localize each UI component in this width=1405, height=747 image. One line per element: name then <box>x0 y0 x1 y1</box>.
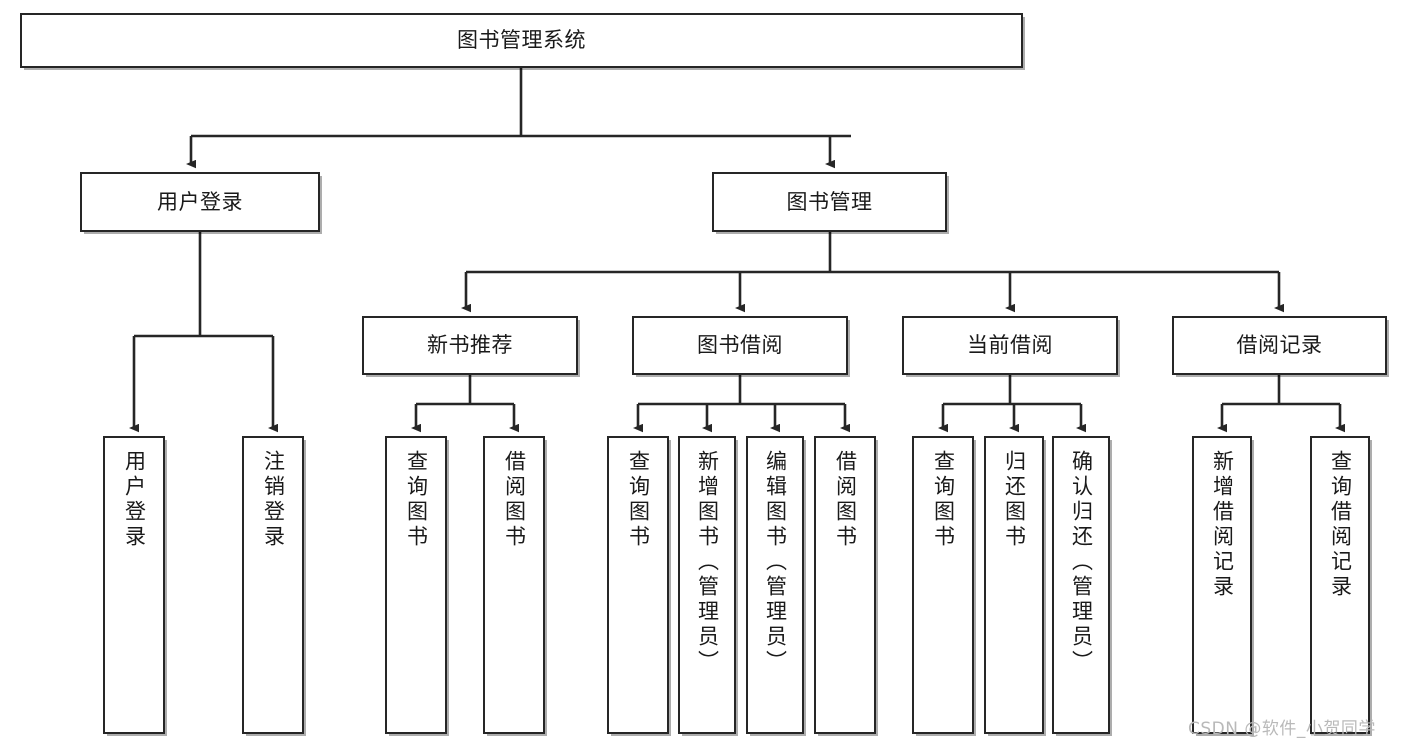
leaf-query-book-borrow[interactable]: 查询图书 <box>607 436 669 734</box>
node-label: 查询图书 <box>931 450 956 550</box>
edge-userlogin-to-leaves <box>129 232 278 433</box>
edge-currentborrow-to-leaves <box>938 375 1086 433</box>
node-label: 借阅图书 <box>833 450 858 550</box>
leaf-query-borrow-record[interactable]: 查询借阅记录 <box>1310 436 1370 734</box>
node-label: 图书管理系统 <box>457 28 586 53</box>
edge-root-to-level1 <box>186 68 851 169</box>
leaf-return-book[interactable]: 归还图书 <box>984 436 1044 734</box>
node-label: 查询借阅记录 <box>1328 450 1353 600</box>
node-label: 新增图书（管理员） <box>695 450 720 675</box>
edge-bookborrow-to-leaves <box>633 375 850 433</box>
leaf-edit-book-admin[interactable]: 编辑图书（管理员） <box>746 436 804 734</box>
leaf-add-borrow-record[interactable]: 新增借阅记录 <box>1192 436 1252 734</box>
node-label: 确认归还（管理员） <box>1069 450 1094 675</box>
node-current-borrowing[interactable]: 当前借阅 <box>902 316 1118 375</box>
edge-newbook-to-leaves <box>411 375 519 433</box>
leaf-query-book-current[interactable]: 查询图书 <box>912 436 974 734</box>
node-label: 归还图书 <box>1002 450 1027 550</box>
leaf-add-book-admin[interactable]: 新增图书（管理员） <box>678 436 736 734</box>
leaf-borrow-book-new[interactable]: 借阅图书 <box>483 436 545 734</box>
node-label: 查询图书 <box>404 450 429 550</box>
node-label: 注销登录 <box>261 450 286 550</box>
node-label: 用户登录 <box>122 450 147 550</box>
node-label: 查询图书 <box>626 450 651 550</box>
node-label: 借阅记录 <box>1236 333 1323 358</box>
leaf-confirm-return-admin[interactable]: 确认归还（管理员） <box>1052 436 1110 734</box>
edge-borrowrecord-to-leaves <box>1217 375 1345 433</box>
leaf-logout[interactable]: 注销登录 <box>242 436 304 734</box>
edge-bookmgmt-to-level2 <box>461 232 1284 313</box>
node-label: 新增借阅记录 <box>1210 450 1235 600</box>
node-book-management[interactable]: 图书管理 <box>712 172 947 232</box>
node-book-borrowing[interactable]: 图书借阅 <box>632 316 848 375</box>
node-user-login[interactable]: 用户登录 <box>80 172 320 232</box>
node-label: 用户登录 <box>157 189 243 214</box>
node-label: 当前借阅 <box>967 333 1053 358</box>
leaf-query-book-new[interactable]: 查询图书 <box>385 436 447 734</box>
node-label: 图书借阅 <box>697 333 783 358</box>
node-label: 新书推荐 <box>427 333 513 358</box>
leaf-borrow-book[interactable]: 借阅图书 <box>814 436 876 734</box>
node-label: 图书管理 <box>786 189 873 214</box>
leaf-user-login[interactable]: 用户登录 <box>103 436 165 734</box>
node-root-system[interactable]: 图书管理系统 <box>20 13 1023 68</box>
node-label: 借阅图书 <box>502 450 527 550</box>
node-new-book-recommendation[interactable]: 新书推荐 <box>362 316 578 375</box>
node-label: 编辑图书（管理员） <box>763 450 788 675</box>
node-borrowing-record[interactable]: 借阅记录 <box>1172 316 1387 375</box>
